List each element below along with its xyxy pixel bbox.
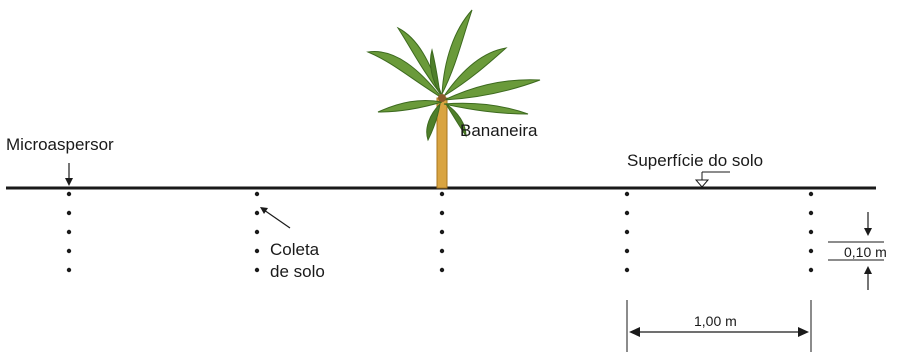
sample-point-col1-5 <box>67 268 71 272</box>
sample-point-col5-2 <box>809 211 813 215</box>
sample-point-col1-1 <box>67 192 71 196</box>
sample-point-col5-3 <box>809 230 813 234</box>
coleta-arrow <box>260 207 290 228</box>
bananeira-label: Bananeira <box>460 121 538 140</box>
sample-point-col3-4 <box>440 249 444 253</box>
sample-point-col3-3 <box>440 230 444 234</box>
sample-point-col4-4 <box>625 249 629 253</box>
sample-point-col5-4 <box>809 249 813 253</box>
spacing-label: 1,00 m <box>694 313 737 329</box>
depth-label: 0,10 m <box>844 244 887 260</box>
banana-plant-icon <box>368 10 540 188</box>
soil-surface-label: Superfície do solo <box>627 151 763 170</box>
sample-point-col1-2 <box>67 211 71 215</box>
sample-point-col3-1 <box>440 192 444 196</box>
sample-point-col2-1 <box>255 192 259 196</box>
coleta-label-line1: Coleta <box>270 240 320 259</box>
sample-point-col2-2 <box>255 211 259 215</box>
sample-point-col2-4 <box>255 249 259 253</box>
sample-point-col3-5 <box>440 268 444 272</box>
sample-point-col4-1 <box>625 192 629 196</box>
sample-point-col1-4 <box>67 249 71 253</box>
sample-point-col2-3 <box>255 230 259 234</box>
sampling-points <box>67 192 813 272</box>
sample-point-col5-1 <box>809 192 813 196</box>
microaspersor-arrow <box>65 163 73 186</box>
sample-point-col1-3 <box>67 230 71 234</box>
sample-point-col4-3 <box>625 230 629 234</box>
coleta-label-line2: de solo <box>270 262 325 281</box>
microaspersor-label: Microaspersor <box>6 135 114 154</box>
sample-point-col4-2 <box>625 211 629 215</box>
surface-marker-icon <box>696 172 730 187</box>
sample-point-col3-2 <box>440 211 444 215</box>
sample-point-col5-5 <box>809 268 813 272</box>
sample-point-col2-5 <box>255 268 259 272</box>
sample-point-col4-5 <box>625 268 629 272</box>
